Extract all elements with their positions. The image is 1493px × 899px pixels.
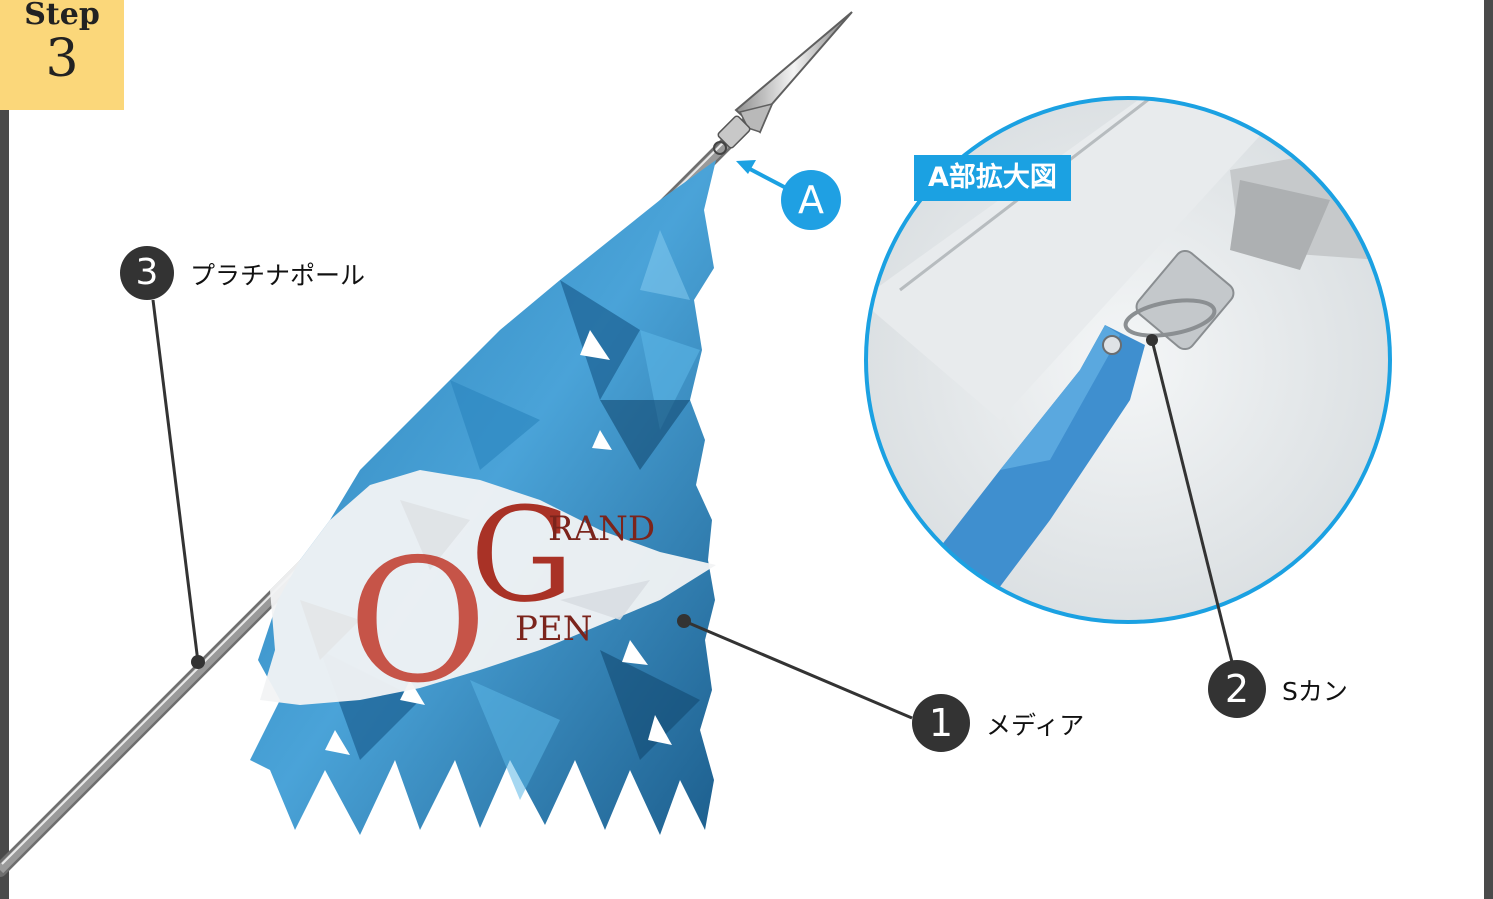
left-frame-border xyxy=(0,0,9,899)
part-number-2: 2 xyxy=(1208,660,1266,718)
leader-lines xyxy=(151,299,913,720)
part-label-s-hook: Sカン xyxy=(1282,677,1348,706)
banner-grand-open-logo: O G RAND PEN xyxy=(348,479,655,721)
banner-big-g: G xyxy=(470,479,574,631)
part-label-pole: プラチナポール xyxy=(190,261,366,290)
a-marker: A xyxy=(781,170,841,230)
part-number-1: 1 xyxy=(912,694,970,752)
detail-title: A部拡大図 xyxy=(914,155,1071,201)
banner-pen-text: PEN xyxy=(515,609,592,649)
banner-media xyxy=(250,160,716,835)
part-label-media: メディア xyxy=(986,711,1085,740)
banner-big-o: O xyxy=(348,523,487,721)
detail-zoom-circle xyxy=(864,96,1392,663)
step-word: Step xyxy=(24,0,100,32)
step-badge: Step 3 xyxy=(0,0,124,110)
a-pointer-arrow xyxy=(736,160,791,192)
step-number: 3 xyxy=(45,29,79,89)
banner-rand-text: RAND xyxy=(548,509,655,549)
right-frame-border xyxy=(1484,0,1493,899)
pole-spear-tip xyxy=(713,11,853,155)
part-number-3: 3 xyxy=(120,246,174,300)
